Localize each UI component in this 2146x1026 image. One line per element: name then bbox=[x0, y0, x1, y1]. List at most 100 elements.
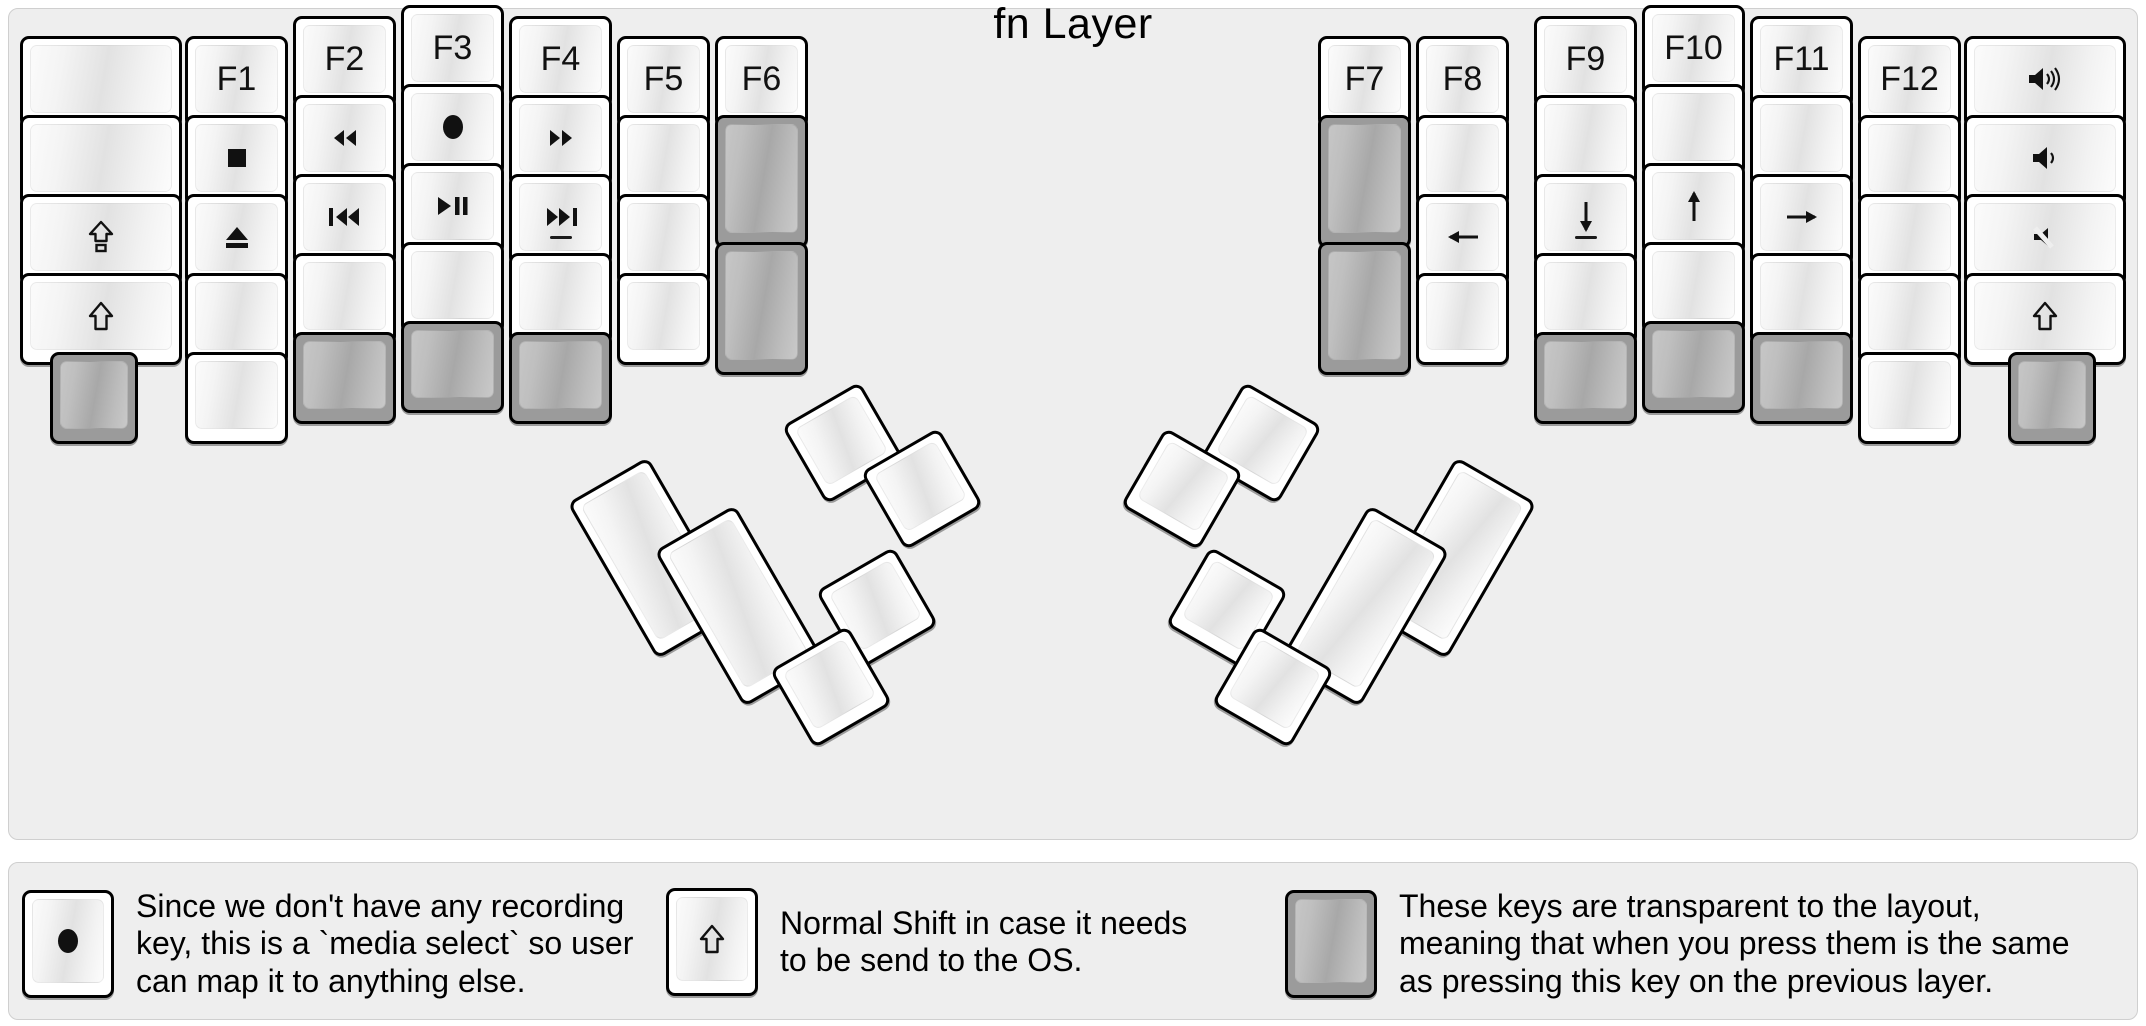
key-right-c4-r2-arrow-right[interactable] bbox=[1750, 174, 1853, 266]
keycap-face bbox=[519, 104, 602, 172]
key-label: F3 bbox=[432, 29, 473, 67]
key-right-c1-r2-arrow-left[interactable] bbox=[1416, 194, 1509, 286]
key-right-c3-r0-f10[interactable]: F10 bbox=[1642, 5, 1745, 97]
key-right-c4-r0-f11[interactable]: F11 bbox=[1750, 16, 1853, 108]
key-right-c3-r1[interactable] bbox=[1642, 84, 1745, 176]
key-right-c6-r0-volume-up[interactable] bbox=[1964, 36, 2126, 128]
key-right-c6-r1-volume-down[interactable] bbox=[1964, 115, 2126, 207]
legend-line: key, this is a `media select` so user bbox=[136, 925, 634, 962]
keycap-face bbox=[1426, 124, 1499, 192]
key-left-c6-r0-f6[interactable]: F6 bbox=[715, 36, 808, 128]
key-right-c1-r3[interactable] bbox=[1416, 273, 1509, 365]
keycap-face: F4 bbox=[519, 25, 602, 93]
legend-line: These keys are transparent to the layout… bbox=[1399, 888, 1981, 924]
volume-down-icon bbox=[1975, 125, 2115, 191]
media-stop-icon bbox=[196, 125, 277, 191]
media-record-icon bbox=[412, 94, 493, 160]
key-label: F9 bbox=[1565, 40, 1606, 78]
legend-text-record: Since we don't have any recording key, t… bbox=[136, 888, 633, 1000]
key-left-c3-r3[interactable] bbox=[401, 242, 504, 334]
key-right-c5-r1[interactable] bbox=[1858, 115, 1961, 207]
arrow-left-icon bbox=[1427, 204, 1498, 270]
keycap-face bbox=[411, 251, 494, 319]
keycap-face bbox=[627, 282, 700, 350]
volume-up-icon bbox=[1975, 46, 2115, 112]
key-left-c0-r2-capslock[interactable] bbox=[20, 194, 182, 286]
legend-line: to be send to the OS. bbox=[780, 942, 1083, 978]
key-right-c0-r2-transparent[interactable] bbox=[1318, 242, 1411, 375]
key-right-c3-r4-transparent[interactable] bbox=[1642, 321, 1745, 413]
key-right-c3-r2-arrow-up[interactable] bbox=[1642, 163, 1745, 255]
key-left-c5-r3[interactable] bbox=[617, 273, 710, 365]
homing-bar bbox=[1574, 236, 1597, 240]
homing-bar bbox=[549, 236, 572, 240]
keycap-face bbox=[1544, 341, 1627, 409]
key-left-c1-r2-eject[interactable] bbox=[185, 194, 288, 286]
legend-item-record: Since we don't have any recording key, t… bbox=[22, 888, 633, 1000]
keycap-face bbox=[32, 899, 104, 984]
keycap-face: F6 bbox=[725, 45, 798, 113]
key-right-c1-r0-f8[interactable]: F8 bbox=[1416, 36, 1509, 128]
key-label: F8 bbox=[1442, 60, 1483, 98]
key-right-c2-r0-f9[interactable]: F9 bbox=[1534, 16, 1637, 108]
key-left-c3-r4-transparent[interactable] bbox=[401, 321, 504, 413]
shift-arrow-icon bbox=[31, 283, 171, 349]
key-left-c3-r0-f3[interactable]: F3 bbox=[401, 5, 504, 97]
key-left-c1-r1-stop[interactable] bbox=[185, 115, 288, 207]
key-right-c5-r2[interactable] bbox=[1858, 194, 1961, 286]
key-left-c4-r4-transparent[interactable] bbox=[509, 332, 612, 424]
keycap-face bbox=[1295, 899, 1367, 984]
legend-line: Since we don't have any recording bbox=[136, 888, 625, 924]
keycap-face bbox=[411, 330, 494, 398]
key-left-c1-r0-f1[interactable]: F1 bbox=[185, 36, 288, 128]
keycap-face bbox=[30, 124, 172, 192]
key-left-c6-r1-transparent[interactable] bbox=[715, 115, 808, 248]
key-right-c5-r4[interactable] bbox=[1858, 352, 1961, 444]
legend-item-shift: Normal Shift in case it needs to be send… bbox=[666, 888, 1187, 996]
key-right-c2-r1[interactable] bbox=[1534, 95, 1637, 187]
keycap-face bbox=[676, 897, 748, 981]
arrow-down-icon bbox=[1545, 184, 1626, 250]
key-right-c6-r3-shift[interactable] bbox=[1964, 273, 2126, 365]
key-left-c0-r4-transparent[interactable] bbox=[50, 352, 138, 444]
key-right-c4-r3[interactable] bbox=[1750, 253, 1853, 345]
keycap-face bbox=[1974, 203, 2116, 271]
key-left-c2-r0-f2[interactable]: F2 bbox=[293, 16, 396, 108]
key-left-c1-r3[interactable] bbox=[185, 273, 288, 365]
keycap-face: F12 bbox=[1868, 45, 1951, 113]
key-right-c4-r1[interactable] bbox=[1750, 95, 1853, 187]
key-left-c4-r0-f4[interactable]: F4 bbox=[509, 16, 612, 108]
key-right-c0-r1-transparent[interactable] bbox=[1318, 115, 1411, 248]
key-right-c2-r4-transparent[interactable] bbox=[1534, 332, 1637, 424]
keycap-face bbox=[1544, 262, 1627, 330]
key-left-c0-r1[interactable] bbox=[20, 115, 182, 207]
key-left-c6-r2-transparent[interactable] bbox=[715, 242, 808, 375]
arrow-up-icon bbox=[1653, 173, 1734, 239]
key-label: F10 bbox=[1664, 29, 1723, 67]
keycap-face bbox=[627, 203, 700, 271]
key-right-c5-r3[interactable] bbox=[1858, 273, 1961, 365]
key-left-c5-r0-f5[interactable]: F5 bbox=[617, 36, 710, 128]
key-left-c3-r2-play-pause[interactable] bbox=[401, 163, 504, 255]
key-right-c6-r4-transparent[interactable] bbox=[2008, 352, 2096, 444]
keycap-face bbox=[1868, 361, 1951, 429]
media-record-icon bbox=[33, 900, 103, 982]
keycap-face bbox=[30, 282, 172, 350]
key-left-c1-r4[interactable] bbox=[185, 352, 288, 444]
key-left-c5-r1[interactable] bbox=[617, 115, 710, 207]
keycap-face bbox=[1760, 183, 1843, 251]
keycap-face bbox=[1544, 183, 1627, 251]
legend-line: as pressing this key on the previous lay… bbox=[1399, 962, 1994, 999]
key-right-c6-r2-volume-mute[interactable] bbox=[1964, 194, 2126, 286]
key-right-c1-r1[interactable] bbox=[1416, 115, 1509, 207]
key-left-c0-r3-shift[interactable] bbox=[20, 273, 182, 365]
key-left-c2-r1-rewind[interactable] bbox=[293, 95, 396, 187]
key-left-c4-r3[interactable] bbox=[509, 253, 612, 345]
media-fast-forward-icon bbox=[520, 105, 601, 171]
key-right-c2-r3[interactable] bbox=[1534, 253, 1637, 345]
key-left-c4-r1-fast-forward[interactable] bbox=[509, 95, 612, 187]
keycap-face bbox=[1760, 341, 1843, 409]
key-right-c4-r4-transparent[interactable] bbox=[1750, 332, 1853, 424]
key-left-c5-r2[interactable] bbox=[617, 194, 710, 286]
key-left-c2-r4-transparent[interactable] bbox=[293, 332, 396, 424]
